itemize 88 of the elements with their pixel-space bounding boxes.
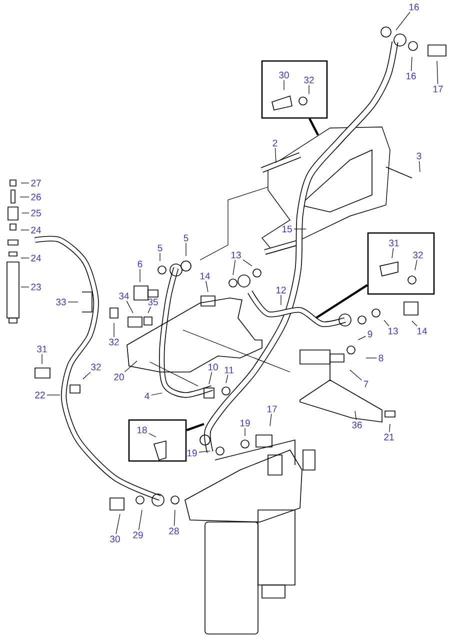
leader-line [46, 394, 60, 396]
leader-line [174, 510, 176, 526]
leader-line [148, 306, 151, 314]
leader-line [82, 372, 91, 380]
leader-line [412, 320, 418, 326]
inset-box [367, 232, 435, 295]
leader-line [208, 372, 212, 384]
leader-line [226, 374, 228, 384]
callout-number: 8 [378, 354, 384, 362]
callout-number: 33 [56, 298, 66, 306]
callout-number: 29 [133, 532, 143, 538]
callout-number: 30 [110, 536, 120, 542]
leader-line [244, 428, 246, 436]
callout-number: 14 [200, 272, 210, 280]
leader-line [22, 212, 30, 214]
callout-number: 26 [31, 194, 41, 200]
leader-line [242, 260, 252, 266]
leader-line [350, 370, 362, 380]
leader-line [280, 294, 282, 306]
callout-number: 12 [276, 286, 286, 294]
callout-number: 19 [187, 450, 197, 456]
callout-number: 18 [137, 426, 147, 434]
leader-line [138, 510, 142, 530]
leader-line [274, 148, 276, 164]
callout-number: 23 [31, 284, 41, 290]
callout-number: 15 [282, 226, 292, 232]
callout-number: 6 [138, 260, 142, 268]
callout-number: 32 [91, 364, 101, 370]
leader-line [126, 300, 134, 314]
leader-line [392, 248, 394, 258]
leader-line [20, 182, 30, 184]
callout-number: 13 [231, 252, 241, 258]
callout-number: 13 [388, 328, 398, 334]
callout-number: 11 [224, 366, 234, 374]
callout-number: 7 [364, 380, 368, 388]
leader-line [270, 414, 272, 426]
callout-number: 2 [272, 140, 278, 146]
callout-number: 5 [158, 244, 162, 252]
callout-number: 24 [31, 226, 41, 234]
callout-number: 30 [279, 72, 289, 78]
leader-line [116, 514, 120, 534]
leader-line [308, 84, 310, 94]
leader-line [294, 228, 306, 230]
callout-number: 24 [31, 254, 41, 262]
callout-number: 25 [31, 210, 41, 216]
leader-line [358, 336, 366, 340]
callout-number: 19 [240, 420, 250, 426]
callout-number: 10 [208, 364, 218, 370]
leader-line [198, 450, 210, 453]
leader-line [414, 260, 418, 270]
leader-line [148, 433, 156, 438]
callout-number: 31 [37, 346, 47, 352]
callout-number: 28 [169, 528, 179, 534]
callout-number: 35 [148, 298, 158, 306]
callout-number: 16 [406, 72, 416, 80]
leader-line [20, 196, 30, 198]
callout-number: 36 [352, 422, 362, 428]
callout-number: 17 [433, 86, 443, 92]
callout-number: 3 [416, 152, 422, 160]
callout-number: 5 [184, 234, 188, 242]
leader-line [396, 12, 410, 30]
inset-box [261, 60, 328, 119]
inset-box [128, 419, 187, 462]
leader-line [389, 424, 390, 432]
leader-line [151, 392, 162, 396]
leader-line [410, 56, 412, 72]
callout-number: 17 [267, 406, 277, 412]
callout-number: 27 [31, 180, 41, 186]
leader-line [124, 360, 138, 372]
callout-number: 31 [389, 240, 399, 246]
callout-number: 22 [35, 392, 45, 398]
leader-line [436, 60, 438, 84]
callout-number: 21 [384, 434, 394, 440]
callout-number: 32 [109, 338, 119, 346]
leader-line [419, 160, 420, 172]
leader-line [206, 280, 208, 292]
leader-line [20, 286, 30, 288]
callout-number: 16 [409, 4, 419, 10]
callout-number: 32 [304, 76, 314, 84]
leader-line [232, 260, 236, 276]
callout-number: 20 [114, 374, 124, 380]
callout-number: 9 [368, 330, 372, 338]
callout-number: 34 [119, 292, 129, 300]
callout-number: 32 [413, 252, 423, 258]
leader-line [354, 410, 357, 420]
callout-number: 4 [144, 392, 150, 400]
callout-number: 14 [417, 328, 427, 334]
leader-line [384, 320, 390, 326]
